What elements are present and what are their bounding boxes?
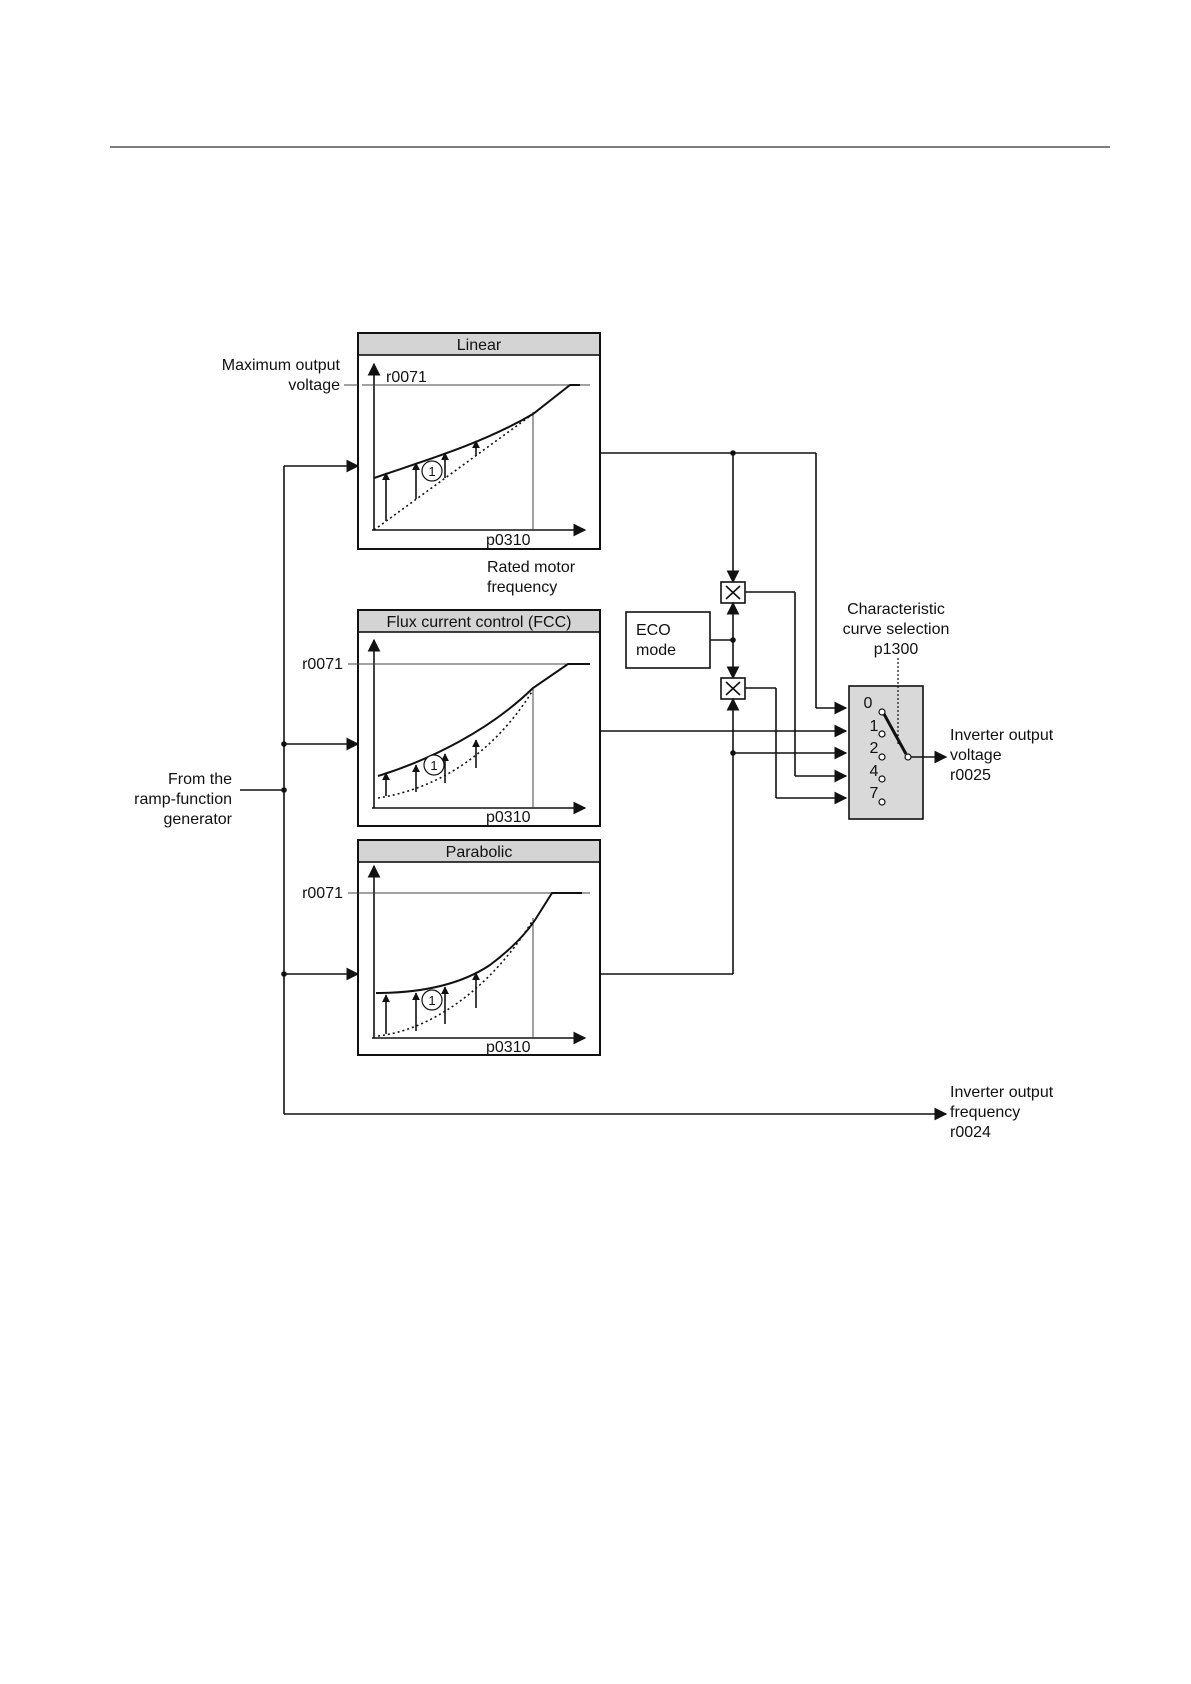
ramp-label-3: generator: [164, 811, 233, 828]
linear-y-label: r0071: [386, 369, 427, 386]
fcc-title: Flux current control (FCC): [387, 614, 572, 631]
rated-motor-frequency-label-1: Rated motor: [487, 559, 576, 576]
fcc-block: Flux current control (FCC) r0071 p0310 1: [302, 610, 600, 826]
linear-dotted-base: [374, 414, 533, 530]
inverter-frequency-label-1: Inverter output: [950, 1084, 1054, 1101]
inverter-voltage-label-3: r0025: [950, 767, 991, 784]
parabolic-x-label: p0310: [486, 1039, 531, 1056]
max-output-voltage-label-2: voltage: [288, 377, 340, 394]
eco-mode-label-2: mode: [636, 642, 676, 659]
switch-common-contact: [905, 754, 911, 760]
rated-motor-frequency-label-2: frequency: [487, 579, 557, 596]
ramp-label-2: ramp-function: [134, 791, 232, 808]
fcc-frame: [358, 610, 600, 826]
characteristic-label-2: curve selection: [843, 621, 950, 638]
linear-title: Linear: [457, 337, 502, 354]
parabolic-boost-curve: [376, 893, 582, 993]
switch-pos-4: 4: [870, 763, 879, 780]
fcc-y-label: r0071: [302, 656, 343, 673]
curve-selection-switch: [849, 686, 923, 819]
inverter-voltage-label-1: Inverter output: [950, 727, 1054, 744]
linear-x-label: p0310: [486, 532, 531, 549]
inverter-voltage-label-2: voltage: [950, 747, 1002, 764]
parabolic-y-label: r0071: [302, 885, 343, 902]
parabolic-marker: 1: [428, 993, 435, 1008]
parabolic-block: Parabolic r0071 p0310 1: [302, 840, 600, 1056]
parabolic-title: Parabolic: [446, 844, 513, 861]
characteristic-label-1: Characteristic: [847, 601, 945, 618]
switch-pos-0: 0: [864, 695, 873, 712]
parabolic-dotted-curve: [378, 920, 533, 1036]
junction-ramp-parabolic: [281, 971, 287, 977]
switch-contact-7: [879, 799, 885, 805]
switch-pos-7: 7: [870, 785, 879, 802]
eco-mode-box: [626, 612, 710, 668]
linear-marker: 1: [428, 464, 435, 479]
inverter-frequency-label-2: frequency: [950, 1104, 1020, 1121]
ramp-label-1: From the: [168, 771, 232, 788]
junction-ramp-fcc: [281, 741, 287, 747]
fcc-boost-curve: [378, 664, 590, 776]
switch-contact-2: [879, 754, 885, 760]
switch-contact-4: [879, 776, 885, 782]
fcc-x-label: p0310: [486, 809, 531, 826]
inverter-frequency-label-3: r0024: [950, 1124, 991, 1141]
fcc-marker: 1: [430, 758, 437, 773]
max-output-voltage-label-1: Maximum output: [222, 357, 341, 374]
parabolic-frame: [358, 840, 600, 1055]
switch-pos-1: 1: [870, 718, 879, 735]
characteristic-label-3: p1300: [874, 641, 919, 658]
linear-block: Linear r0071 p0310 1: [358, 333, 600, 549]
switch-pos-2: 2: [870, 740, 879, 757]
switch-contact-1: [879, 731, 885, 737]
junction-ramp-in: [281, 787, 287, 793]
linear-boost-curve: [374, 385, 580, 478]
eco-mode-label-1: ECO: [636, 622, 671, 639]
